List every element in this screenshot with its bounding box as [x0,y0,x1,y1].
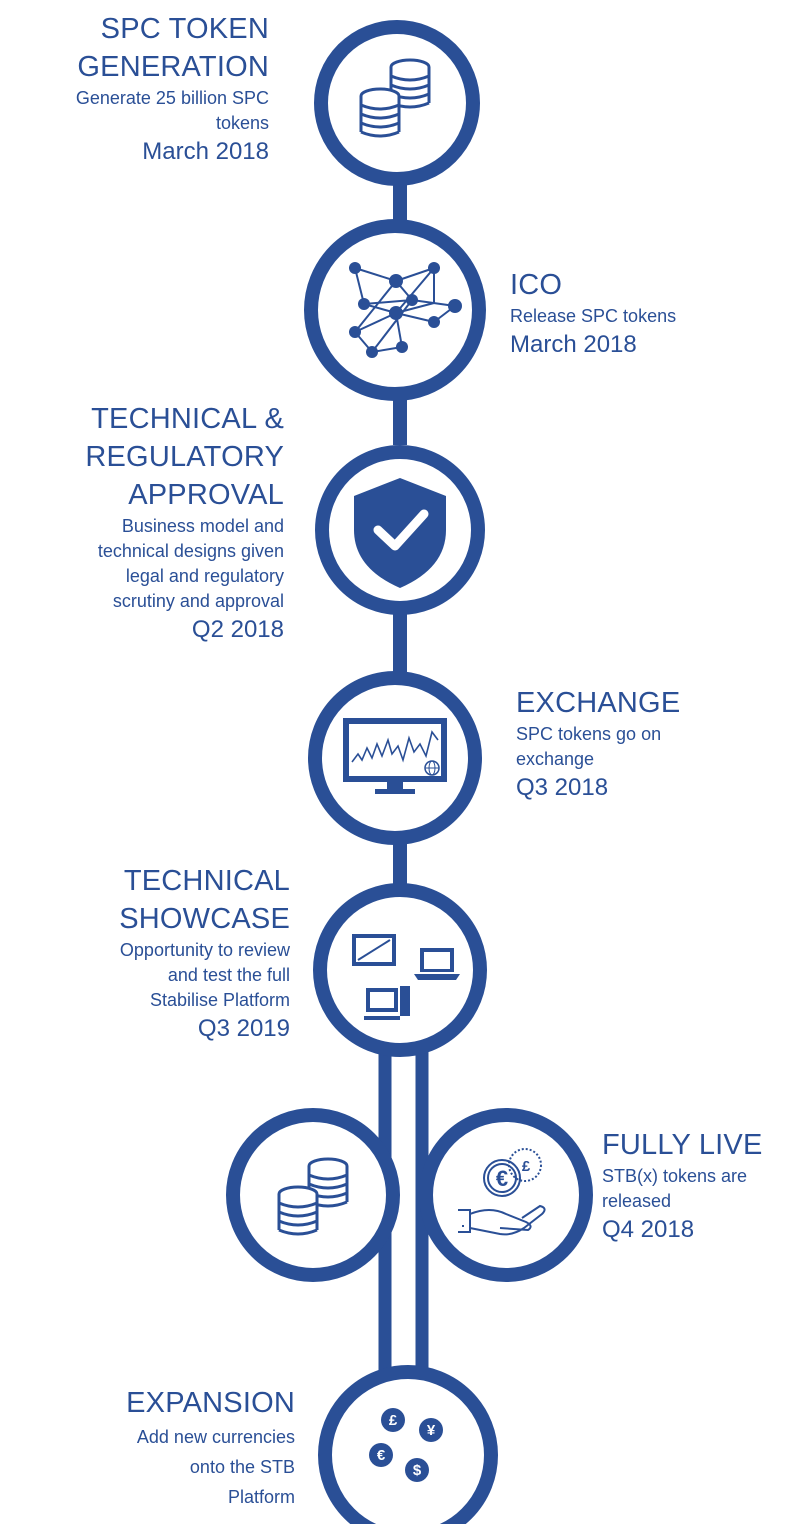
hand-coins-icon [458,1148,546,1236]
milestone-description: Add new currencies onto the STB Platform [136,1427,295,1507]
milestone-showcase: TECHNICAL SHOWCASE Opportunity to review… [0,862,290,1045]
monitor-chart-icon [343,718,447,794]
shield-check-icon [354,478,446,588]
milestone-approval: TECHNICAL & REGULATORY APPROVAL Business… [0,400,284,646]
milestone-date: Q3 2019 [197,1015,290,1042]
milestone-expansion: EXPANSION Add new currencies onto the ST… [0,1384,295,1512]
milestone-ico: ICO Release SPC tokens March 2018 [510,266,780,361]
milestone-circle-expansion [318,1365,498,1524]
milestone-title: EXCHANGE [516,687,681,719]
currency-euro: € [377,1447,386,1464]
milestone-date: Q2 2018 [191,616,284,643]
milestone-circle-showcase [313,883,487,1057]
milestone-description: Business model and technical designs giv… [97,516,284,611]
milestone-generation: SPC TOKEN GENERATION Generate 25 billion… [0,10,269,168]
milestone-exchange: EXCHANGE SPC tokens go on exchange Q3 20… [516,684,786,804]
coin-stack-icon [359,58,431,138]
milestone-description: STB(x) tokens are released [602,1166,748,1211]
milestone-title: ICO [510,269,563,301]
milestone-title: TECHNICAL & REGULATORY APPROVAL [85,403,284,511]
currency-pound: £ [389,1412,398,1429]
milestone-circles [226,20,593,1524]
milestone-date: March 2018 [510,331,637,358]
coin-stack-icon [277,1157,349,1236]
milestone-date: Q3 2018 [516,774,609,801]
milestone-title: EXPANSION [126,1387,295,1419]
milestone-description: Opportunity to review and test the full … [119,940,290,1010]
currency-dollar: $ [413,1462,422,1479]
milestone-title: TECHNICAL SHOWCASE [119,865,290,935]
milestone-date: Q4 2018 [602,1216,695,1243]
milestone-description: Release SPC tokens [510,306,677,326]
currency-yen: ¥ [427,1422,436,1439]
devices-icon [352,934,460,1020]
milestone-description: Generate 25 billion SPC tokens [75,88,269,133]
milestone-title: SPC TOKEN GENERATION [77,13,269,83]
milestone-date: March 2018 [142,138,269,165]
network-icon [349,262,462,358]
currencies-icon [369,1408,443,1482]
euro-symbol: € [496,1166,508,1191]
pound-symbol: £ [522,1158,531,1175]
milestone-description: SPC tokens go on exchange [516,724,662,769]
milestone-fully-live: FULLY LIVE STB(x) tokens are released Q4… [602,1126,792,1246]
milestone-title: FULLY LIVE [602,1129,763,1161]
